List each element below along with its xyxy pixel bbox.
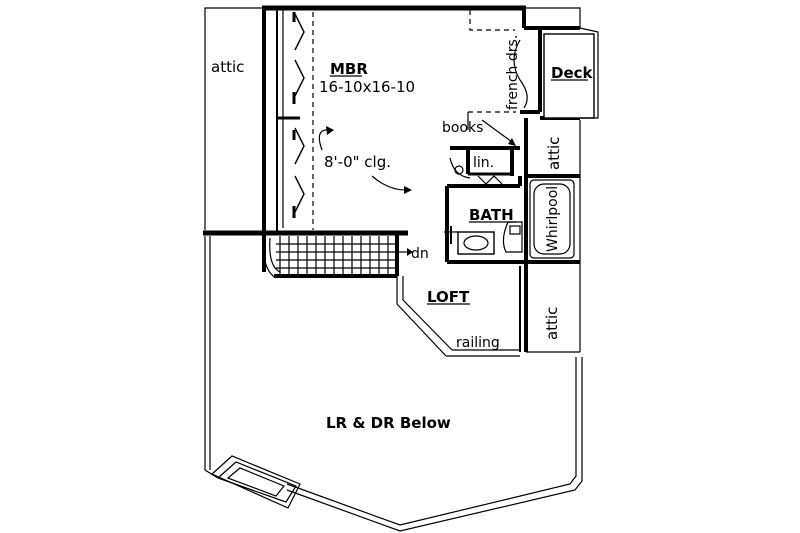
stairs xyxy=(263,236,413,279)
ceiling-arrow xyxy=(318,126,412,194)
mbr-size-label: 16-10x16-10 xyxy=(319,78,415,96)
mbr-label: MBR xyxy=(330,60,368,78)
french-doors-label: french drs. xyxy=(505,35,521,110)
ceiling-label: 8'-0" clg. xyxy=(324,153,391,171)
outer-outline xyxy=(204,7,583,532)
bath-label: BATH xyxy=(469,206,514,224)
french-doors xyxy=(467,10,528,146)
loft-label: LOFT xyxy=(427,288,470,306)
attic-upper-right-label: attic xyxy=(545,137,563,170)
linen-label: lin. xyxy=(473,155,494,171)
deck-label: Deck xyxy=(551,64,594,82)
whirlpool-label: Whirlpool xyxy=(545,186,561,252)
railing-label: railing xyxy=(456,335,500,351)
attic-lower-right-label: attic xyxy=(543,307,561,340)
deck xyxy=(543,27,599,119)
below-label: LR & DR Below xyxy=(326,414,451,432)
attic-left-label: attic xyxy=(211,58,244,76)
walls xyxy=(203,5,580,357)
bath-fixtures xyxy=(444,157,575,259)
bay-window xyxy=(210,455,301,509)
books-label: books xyxy=(442,120,483,136)
closet xyxy=(277,10,314,230)
down-label: dn xyxy=(411,246,429,262)
